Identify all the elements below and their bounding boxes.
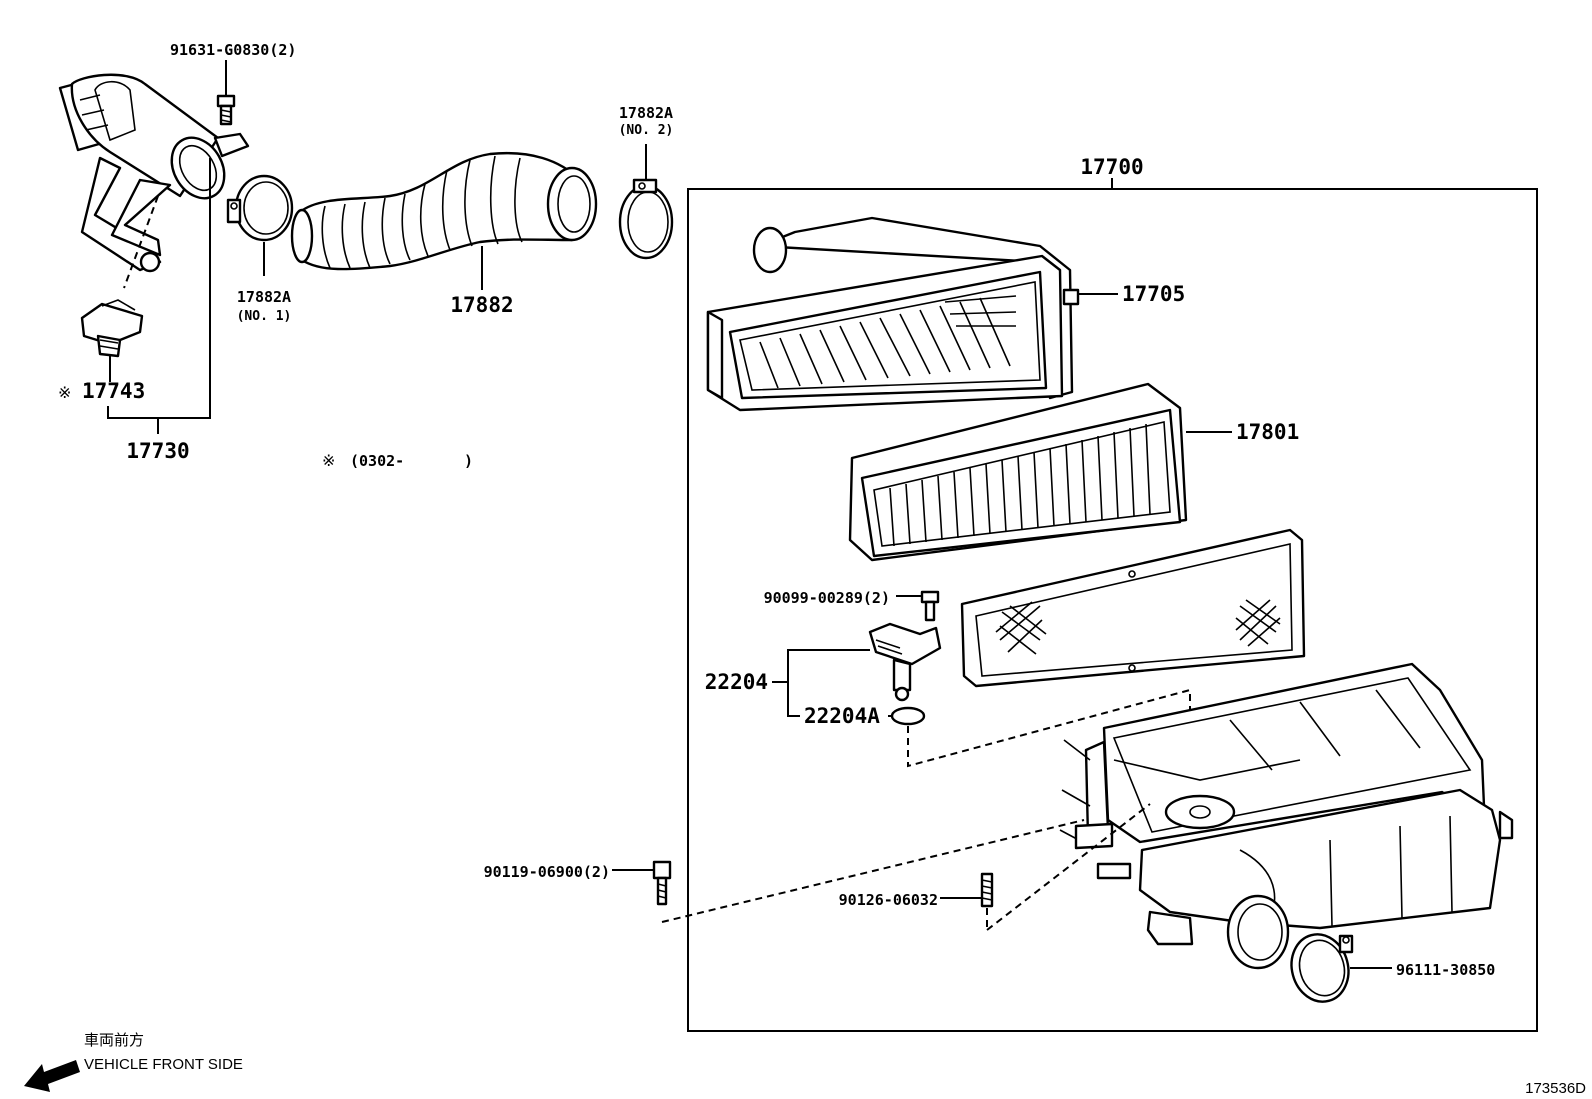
part-sub-17882a-no1: (NO. 1) (237, 309, 292, 324)
production-note-date: (0302- (350, 452, 404, 470)
part-label-17743[interactable]: 17743 (82, 379, 145, 403)
figure-code: 173536D (1525, 1080, 1586, 1097)
intake-air-temp-sensor-17743[interactable] (80, 299, 144, 358)
vehicle-front-japanese: 車両前方 (84, 1032, 144, 1049)
production-note-close: ) (464, 452, 473, 470)
o-ring-22204a[interactable] (890, 706, 926, 726)
production-note-mark: ※ (322, 451, 335, 470)
filter-gasket (960, 528, 1306, 688)
vehicle-front-arrow-icon (24, 1060, 80, 1092)
hose-clamp-17882a-no1[interactable] (226, 174, 294, 242)
vehicle-front-english: VEHICLE FRONT SIDE (84, 1056, 243, 1073)
intake-hose-17882[interactable] (290, 151, 598, 271)
part-label-17700[interactable]: 17700 (1080, 155, 1143, 179)
part-label-17801[interactable]: 17801 (1236, 420, 1299, 444)
part-label-17882[interactable]: 17882 (450, 293, 513, 317)
stud-bolt-90126[interactable] (980, 872, 994, 908)
bolt-90119[interactable] (652, 860, 672, 906)
air-cleaner-cap-17705[interactable] (706, 216, 1080, 412)
part-label-90126[interactable]: 90126-06032 (839, 891, 938, 909)
screw-90099[interactable] (920, 590, 940, 622)
part-label-22204[interactable]: 22204 (705, 670, 768, 694)
air-cleaner-case[interactable] (1059, 662, 1514, 970)
part-label-91631[interactable]: 91631-G0830(2) (170, 41, 296, 59)
mass-air-flow-sensor-22204[interactable] (868, 622, 942, 702)
bracket-17730 (107, 158, 211, 434)
hose-clamp-17882a-no2[interactable] (618, 178, 674, 260)
part-sub-17882a-no2: (NO. 2) (619, 123, 674, 138)
part-label-22204a[interactable]: 22204A (804, 704, 880, 728)
part-label-17882a-no2[interactable]: 17882A (619, 104, 673, 122)
part-label-17730[interactable]: 17730 (126, 439, 189, 463)
part-label-90099[interactable]: 90099-00289(2) (764, 589, 890, 607)
bolt-91631[interactable] (216, 60, 236, 126)
part-label-90119[interactable]: 90119-06900(2) (484, 863, 610, 881)
air-filter-element-17801[interactable] (848, 382, 1188, 562)
hose-clamp-96111[interactable] (1284, 928, 1356, 1008)
production-mark-17743: ※ (58, 383, 71, 402)
part-label-17705[interactable]: 17705 (1122, 282, 1185, 306)
part-label-96111[interactable]: 96111-30850 (1396, 961, 1495, 979)
part-label-17882a-no1[interactable]: 17882A (237, 288, 291, 306)
